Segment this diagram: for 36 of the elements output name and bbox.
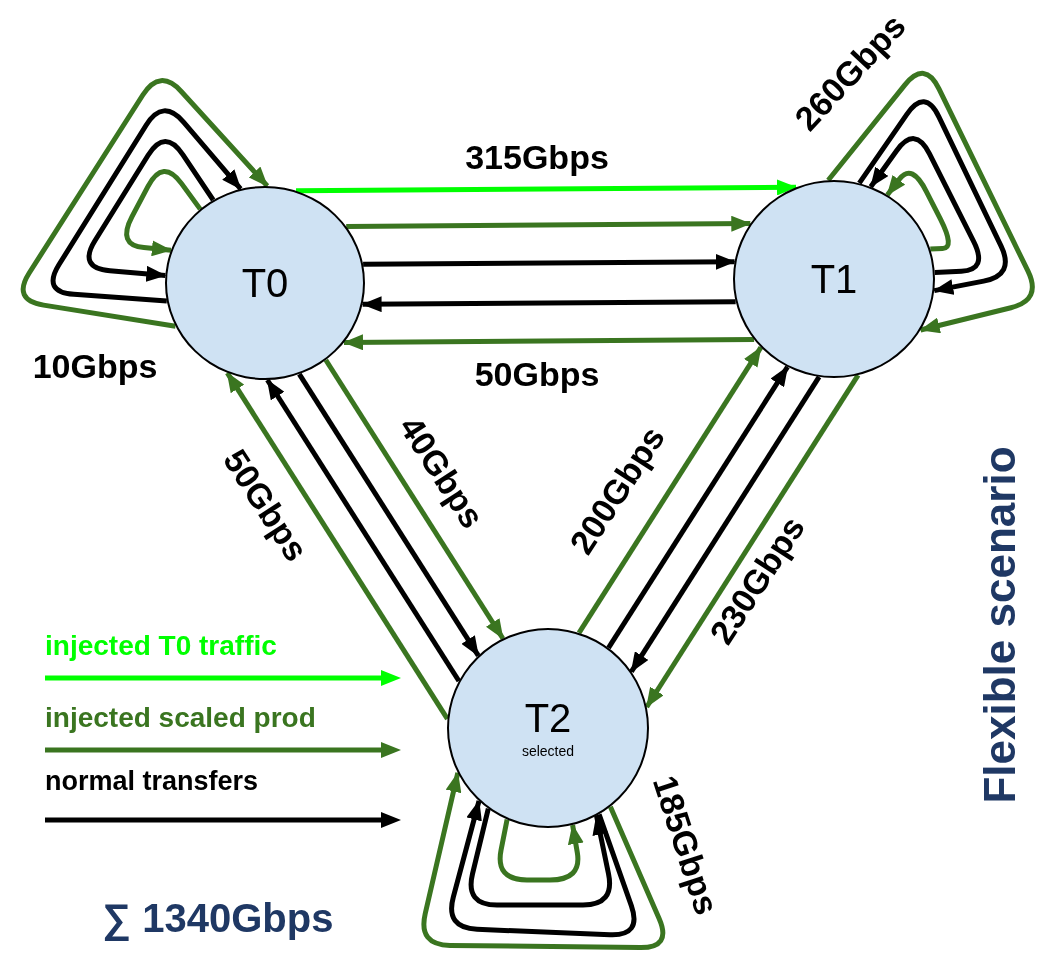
legend-label: normal transfers (45, 768, 259, 795)
arrow (468, 808, 613, 908)
arrow (449, 800, 637, 938)
arrow (497, 818, 584, 883)
legend-label: injected scaled prod (45, 704, 316, 732)
arrow (225, 371, 450, 721)
arrow (124, 169, 203, 257)
arrow (576, 345, 763, 635)
arrow (346, 215, 752, 232)
arrow (885, 170, 951, 252)
arrow (868, 136, 982, 275)
arrow (297, 372, 481, 657)
arrow (363, 253, 736, 270)
arrow (629, 375, 822, 673)
arrow (606, 365, 790, 650)
arrow (421, 771, 666, 951)
node-title: T0 (241, 262, 289, 304)
arrow (857, 99, 1008, 295)
arrow (343, 334, 755, 351)
arrow (361, 296, 736, 313)
arrow (296, 179, 797, 196)
arrow (644, 373, 861, 709)
rate-label: 315Gbps (465, 140, 609, 174)
node-subtitle: selected (521, 743, 575, 759)
arrow (20, 78, 270, 329)
arrow (50, 108, 243, 304)
legend-label: injected T0 traffic (45, 632, 277, 660)
arrow (323, 358, 505, 640)
arrow (826, 71, 1035, 334)
scenario-label: Flexible scenario (978, 446, 1022, 804)
node-title: T1 (810, 258, 858, 300)
rate-label: 50Gbps (474, 357, 600, 391)
arrow (86, 139, 216, 282)
node-title: T2 (524, 697, 572, 739)
arrow (265, 378, 461, 683)
rate-label: 10Gbps (32, 349, 158, 383)
